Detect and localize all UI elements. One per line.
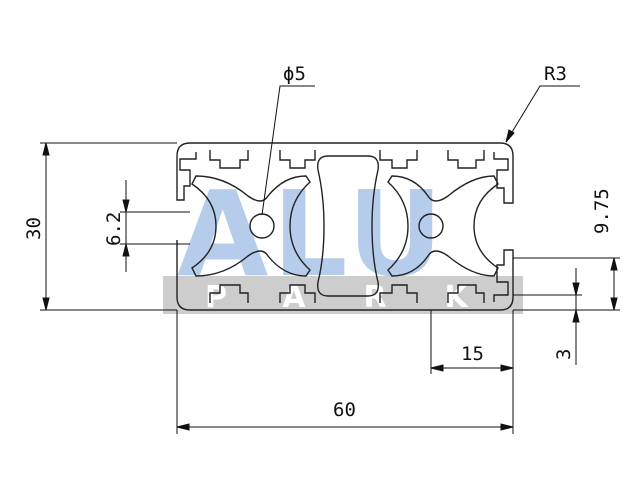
diameter-label: ϕ5 (283, 63, 306, 85)
bottom-slot-far-right (447, 284, 485, 303)
left-core-web (191, 175, 311, 277)
radius-leader (505, 85, 580, 143)
profile-section (176, 142, 514, 311)
profile-outer-contour (176, 142, 514, 311)
top-slot-right (379, 150, 418, 169)
diameter-leader (261, 85, 315, 216)
right-core-web (387, 175, 499, 277)
top-slot-left (209, 150, 249, 169)
wall-label: 3 (553, 349, 575, 360)
watermark-band (163, 276, 523, 314)
watermark-sub-text: PARK (205, 280, 526, 315)
height-label: 30 (23, 217, 45, 240)
top-slot-middle (279, 150, 316, 169)
bottom-slot-middle (279, 284, 316, 303)
dimension-labels: ϕ5 R3 30 6.2 9.75 3 15 60 (23, 63, 613, 421)
central-cavity (317, 155, 379, 297)
radius-label: R3 (544, 63, 567, 85)
watermark: ALU PARK (163, 165, 526, 315)
slot-opening-label: 6.2 (103, 212, 125, 246)
top-slot-far-right (447, 150, 485, 169)
dimension-lines (40, 85, 620, 434)
watermark-main-text: ALU (177, 165, 447, 303)
bottom-slot-right (379, 284, 418, 303)
width-label: 60 (333, 399, 356, 421)
core-hole-right (418, 213, 444, 239)
pitch-label: 15 (461, 343, 484, 365)
offset-label: 9.75 (591, 188, 613, 234)
bottom-slot-left (209, 284, 249, 303)
